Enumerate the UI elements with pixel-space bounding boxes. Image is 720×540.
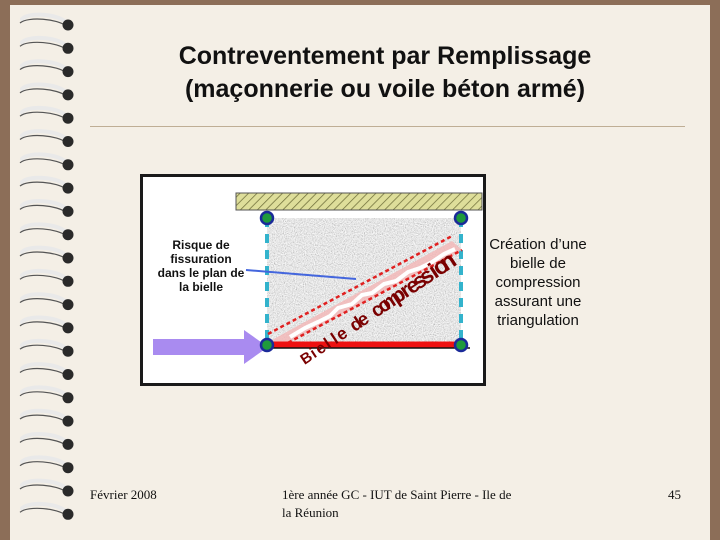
title-line-2: (maçonnerie ou voile béton armé) — [184, 75, 586, 103]
binding-hole — [62, 462, 74, 474]
force-arrow — [153, 330, 268, 364]
joint-bottom-right — [453, 337, 469, 353]
binding-hole — [62, 112, 74, 124]
title-line-1: Contreventement par Remplissage — [178, 42, 592, 70]
joint-bottom-left — [259, 337, 275, 353]
binding-hole — [62, 66, 74, 78]
binding-hole — [62, 182, 74, 194]
spiral-binding — [19, 12, 74, 520]
top-support-hatched — [235, 192, 483, 211]
binding-hole — [62, 42, 74, 54]
joint-top-right — [453, 210, 469, 226]
binding-hole — [62, 392, 74, 404]
binding-hole — [62, 252, 74, 264]
footer-date: Février 2008 — [90, 487, 157, 502]
binding-hole — [62, 345, 74, 357]
binding-hole — [62, 205, 74, 217]
binding-hole — [62, 19, 74, 31]
slide-title: Contreventement par Remplissage (maçonne… — [100, 40, 670, 106]
page-number: 45 — [668, 487, 681, 502]
binding-hole — [62, 485, 74, 497]
binding-hole — [62, 89, 74, 101]
binding-hole — [62, 322, 74, 334]
binding-hole — [62, 438, 74, 450]
binding-hole — [62, 159, 74, 171]
footer-course: 1ère année GC - IUT de Saint Pierre - Il… — [282, 487, 512, 520]
crack-risk-label: Risque de fissuration dans le plan de la… — [157, 238, 245, 294]
binding-hole — [62, 299, 74, 311]
triangulation-note: Création d’une bielle de compression ass… — [489, 236, 587, 329]
binding-hole — [62, 369, 74, 380]
masonry-infill — [267, 218, 461, 344]
binding-hole — [62, 275, 74, 287]
binding-hole — [62, 136, 74, 147]
binding-hole — [62, 229, 74, 241]
joint-top-left — [259, 210, 275, 226]
binding-hole — [62, 508, 74, 520]
crack-pointer — [245, 269, 357, 280]
strut-edge-lower — [281, 248, 463, 348]
title-divider — [90, 126, 685, 127]
crack-line — [288, 247, 456, 339]
binding-hole — [62, 415, 74, 427]
